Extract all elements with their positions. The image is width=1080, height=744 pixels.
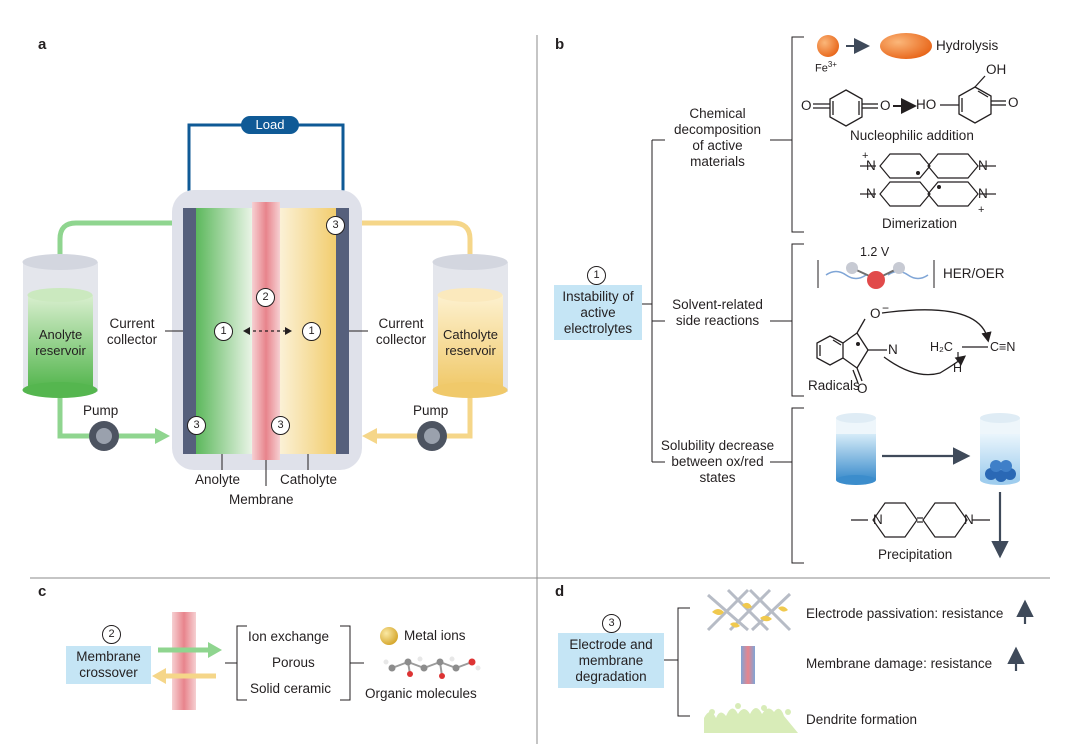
viologen-n-right: N	[964, 512, 974, 527]
radical-minus: −	[882, 301, 890, 315]
pump-left	[89, 421, 119, 451]
marker-3-membrane: 3	[271, 416, 290, 435]
acetonitrile-h: H	[953, 361, 963, 375]
dimer-plus2: +	[978, 204, 985, 216]
pump-right-label: Pump	[413, 403, 449, 418]
panel-b-graphics	[640, 33, 1020, 564]
load-label: Load	[255, 117, 285, 132]
panel-d-marker: 3	[602, 614, 621, 633]
anolyte-feed-pipe	[57, 398, 160, 439]
catholyte-feed-pipe	[372, 398, 473, 439]
damaged-membrane	[741, 646, 755, 684]
panel-letter-c: c	[38, 583, 47, 600]
viologen-n-left: N	[873, 512, 883, 527]
precipitation-label: Precipitation	[878, 547, 953, 562]
dimer-n1: N	[866, 158, 876, 173]
pump-right	[417, 421, 447, 451]
hydrolysis-label: Hydrolysis	[936, 38, 999, 53]
dimer-n2: N	[978, 158, 988, 173]
quinone-o-left: O	[801, 98, 812, 113]
current-collector-right	[336, 208, 349, 454]
anolyte-reservoir	[22, 254, 98, 398]
acetonitrile-cn: C≡N	[990, 340, 1016, 354]
catholyte-reservoir	[432, 254, 508, 398]
current-collector-left	[183, 208, 196, 454]
fe-ion-label: Fe3+	[815, 60, 837, 75]
catholyte-return-pipe	[352, 220, 473, 268]
dimer-n3: N	[866, 186, 876, 201]
panel-dividers	[30, 35, 1050, 744]
membrane-type-ion-exchange: Ion exchange	[248, 629, 330, 644]
organic-molecules-label: Organic molecules	[365, 686, 477, 701]
panel-c-marker: 2	[102, 625, 121, 644]
dendrite	[704, 703, 798, 733]
marker-3-collector-right: 3	[326, 216, 345, 235]
anolyte-return-pipe	[57, 220, 184, 268]
panel-b-marker: 1	[587, 266, 606, 285]
metal-ions-label: Metal ions	[404, 628, 466, 643]
her-oer-label: HER/OER	[943, 266, 1005, 281]
anolyte-label: Anolyte	[195, 472, 241, 487]
organic-molecule-model	[391, 661, 473, 677]
pump-left-label: Pump	[83, 403, 119, 418]
product-o: O	[1008, 95, 1019, 110]
radical-o-top: O	[870, 306, 881, 321]
quinone-o-right: O	[880, 98, 891, 113]
acetonitrile-h2c: H₂C	[930, 340, 953, 354]
panel-letter-a: a	[38, 36, 47, 53]
dimerization-label: Dimerization	[882, 216, 958, 231]
marker-1-catholyte: 1	[302, 322, 321, 341]
membrane-label: Membrane	[229, 492, 294, 507]
dimer-plus1: +	[862, 150, 869, 162]
marker-1-anolyte: 1	[214, 322, 233, 341]
radicals-label: Radicals	[808, 378, 860, 393]
radical-o-bottom: O	[857, 381, 868, 396]
dendrite-formation-label: Dendrite formation	[806, 712, 918, 727]
panel-d-graphics	[664, 588, 1034, 733]
membrane-type-solid-ceramic: Solid ceramic	[250, 681, 332, 696]
membrane-damage-label: Membrane damage: resistance	[806, 656, 993, 671]
electrode-passivation-label: Electrode passivation: resistance	[806, 606, 1004, 621]
panel-letter-d: d	[555, 583, 565, 600]
panel-letter-b: b	[555, 36, 565, 53]
membrane-type-porous: Porous	[272, 655, 315, 670]
dimer-n4: N	[978, 186, 988, 201]
nucleophilic-addition-label: Nucleophilic addition	[850, 128, 974, 143]
product-oh: OH	[986, 62, 1007, 77]
catholyte-label: Catholyte	[280, 472, 338, 487]
marker-3-collector-left: 3	[187, 416, 206, 435]
load-badge	[241, 116, 299, 134]
panel-c-graphics	[152, 612, 481, 710]
product-ho: HO	[916, 97, 937, 112]
radical-n: N	[888, 342, 898, 357]
voltage-label: 1.2 V	[860, 245, 890, 259]
marker-2-membrane: 2	[256, 288, 275, 307]
